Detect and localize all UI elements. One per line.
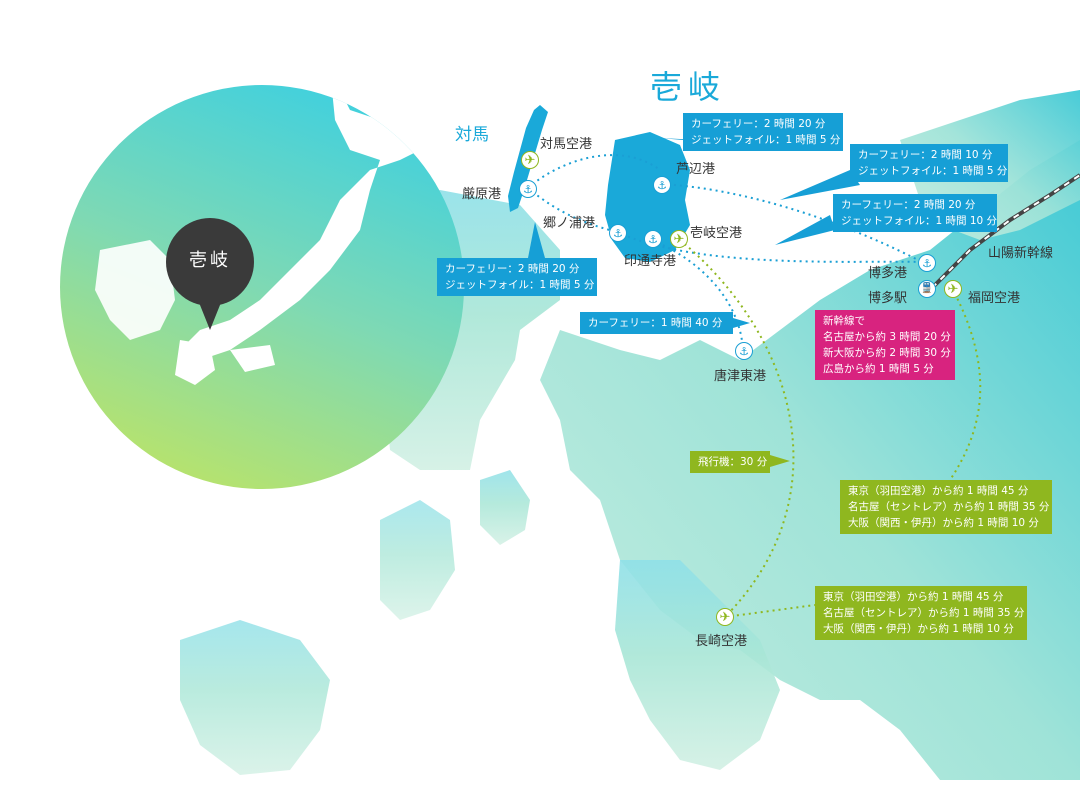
anchor-icon: ⚓ — [644, 230, 662, 248]
route-box-indoji-karatsu: カーフェリー：1 時間 40 分 — [580, 312, 733, 334]
route-box-gounoura-hakata: カーフェリー：2 時間 20 分 ジェットフォイル：1 時間 10 分 — [833, 194, 997, 232]
pin-label: 壱岐 — [189, 250, 231, 271]
anchor-icon: ⚓ — [918, 254, 936, 272]
route-line: 新幹線で — [823, 315, 865, 327]
route-izuhara-gounoura — [527, 187, 618, 233]
route-box-fukuoka-flights: 東京（羽田空港）から約 1 時間 45 分 名古屋（セントレア）から約 1 時間… — [840, 480, 1052, 534]
label-ashibe-port: 芦辺港 — [676, 162, 716, 177]
route-line: カーフェリー：2 時間 10 分 — [858, 149, 993, 161]
japan-locator — [60, 85, 464, 489]
train-icon: 🚆 — [918, 280, 936, 298]
route-line: ジェットフォイル：1 時間 10 分 — [841, 215, 998, 227]
label-sanyo-shinkansen: 山陽新幹線 — [988, 246, 1054, 261]
route-box-izuhara-gounoura: カーフェリー：2 時間 20 分 ジェットフォイル：1 時間 5 分 — [437, 258, 597, 296]
anchor-icon: ⚓ — [653, 176, 671, 194]
route-line: 名古屋（セントレア）から約 1 時間 35 分 — [848, 501, 1050, 513]
route-line: ジェットフォイル：1 時間 5 分 — [445, 279, 595, 291]
label-tsushima-airport: 対馬空港 — [540, 137, 593, 152]
route-line: 東京（羽田空港）から約 1 時間 45 分 — [823, 591, 1004, 603]
land-west-coast — [380, 500, 455, 620]
label-hakata-station: 博多駅 — [868, 291, 908, 306]
route-line: カーフェリー：2 時間 20 分 — [445, 263, 580, 275]
label-hakata-port: 博多港 — [868, 266, 908, 281]
route-line: カーフェリー：2 時間 20 分 — [841, 199, 976, 211]
shinkansen-line — [930, 173, 1080, 290]
anchor-icon: ⚓ — [609, 224, 627, 242]
page-title: 壱岐 — [650, 68, 727, 106]
korea-silhouette — [95, 240, 175, 340]
label-nagasaki-airport: 長崎空港 — [695, 634, 748, 649]
japan-honshu-silhouette — [180, 85, 440, 360]
route-ashibe-hakata — [661, 183, 923, 263]
airplane-icon: ✈ — [521, 151, 539, 169]
route-line: 飛行機：30 分 — [698, 456, 768, 468]
callout-pointers — [528, 138, 860, 467]
route-line: ジェットフォイル：1 時間 5 分 — [858, 165, 1008, 177]
label-indoji-port: 印通寺港 — [624, 254, 677, 269]
label-karatsu-port: 唐津東港 — [714, 369, 767, 384]
land-south-islands — [180, 620, 330, 775]
route-gounoura-hakata — [616, 231, 923, 263]
route-line: カーフェリー：2 時間 20 分 — [691, 118, 826, 130]
label-izuhara-port: 厳原港 — [462, 187, 502, 202]
route-line: ジェットフォイル：1 時間 5 分 — [691, 134, 841, 146]
route-box-izuhara-ashibe: カーフェリー：2 時間 20 分 ジェットフォイル：1 時間 5 分 — [683, 113, 843, 151]
sea-routes — [527, 154, 923, 351]
route-line: 大阪（関西・伊丹）から約 1 時間 10 分 — [823, 623, 1014, 635]
route-box-ashibe-hakata: カーフェリー：2 時間 10 分 ジェットフォイル：1 時間 5 分 — [850, 144, 1008, 182]
route-box-nagasaki-flights: 東京（羽田空港）から約 1 時間 45 分 名古屋（セントレア）から約 1 時間… — [815, 586, 1027, 640]
label-fukuoka-airport: 福岡空港 — [968, 291, 1021, 306]
land-goto — [480, 470, 530, 545]
japan-kyushu-silhouette — [175, 340, 215, 385]
air-routes — [679, 239, 982, 618]
airplane-icon: ✈ — [670, 230, 688, 248]
anchor-icon: ⚓ — [519, 180, 537, 198]
label-gounoura-port: 郷ノ浦港 — [543, 216, 596, 231]
route-line: カーフェリー：1 時間 40 分 — [588, 317, 723, 329]
route-box-flight: 飛行機：30 分 — [690, 451, 770, 473]
route-line: 新大阪から約 2 時間 30 分 — [823, 347, 951, 359]
label-iki-airport: 壱岐空港 — [690, 226, 743, 241]
route-line: 大阪（関西・伊丹）から約 1 時間 10 分 — [848, 517, 1039, 529]
location-pin — [166, 218, 254, 330]
route-line: 名古屋から約 3 時間 20 分 — [823, 331, 951, 343]
airplane-icon: ✈ — [944, 280, 962, 298]
route-iki-nagasaki — [679, 239, 795, 618]
airplane-icon: ✈ — [716, 608, 734, 626]
route-indoji-karatsu — [651, 239, 744, 351]
anchor-icon: ⚓ — [735, 342, 753, 360]
shikoku-silhouette — [230, 345, 275, 372]
route-line: 東京（羽田空港）から約 1 時間 45 分 — [848, 485, 1029, 497]
route-izuhara-ashibe — [527, 154, 661, 189]
route-box-shinkansen: 新幹線で 名古屋から約 3 時間 20 分 新大阪から約 2 時間 30 分 広… — [815, 310, 955, 380]
route-line: 名古屋（セントレア）から約 1 時間 35 分 — [823, 607, 1025, 619]
route-line: 広島から約 1 時間 5 分 — [823, 363, 934, 375]
land-nagasaki — [615, 560, 780, 770]
island-label-tsushima: 対馬 — [455, 125, 489, 145]
